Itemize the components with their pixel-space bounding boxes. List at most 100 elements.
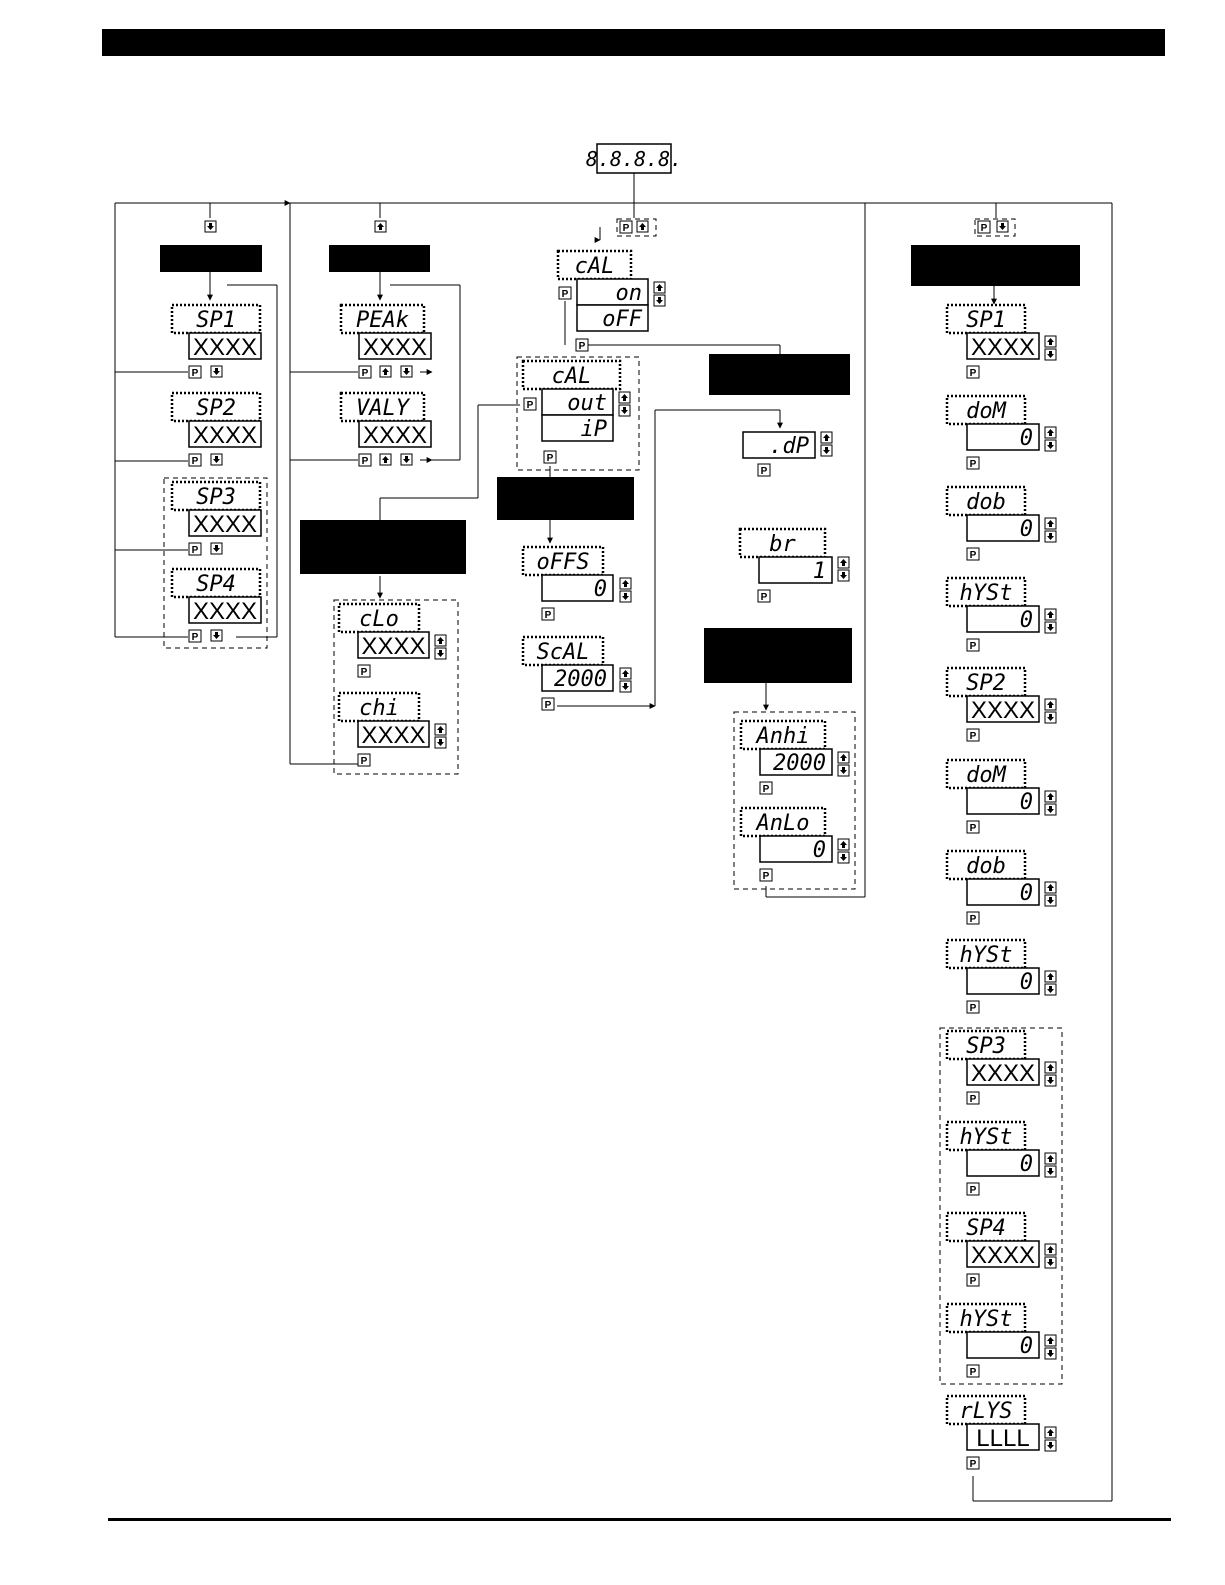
parameter-value-box <box>541 388 614 416</box>
parameter-value-box <box>576 278 649 306</box>
parameter-label: doM <box>966 399 1006 424</box>
down-arrow-icon <box>1047 806 1054 813</box>
p-key <box>357 664 371 678</box>
parameter-value: 2000 <box>554 667 607 692</box>
p-key-label: P <box>192 545 199 556</box>
p-key <box>541 607 555 621</box>
p-key-label: P <box>761 592 768 603</box>
down-arrow-icon <box>1047 986 1054 993</box>
parameter-label: ScAL <box>537 640 590 665</box>
parameter-value-box <box>188 420 262 448</box>
p-key-label: P <box>981 223 988 234</box>
parameter-label: SP4 <box>966 1216 1006 1241</box>
p-key-label: P <box>970 731 977 742</box>
parameter-label: doM <box>966 763 1006 788</box>
p-key <box>357 753 371 767</box>
up-arrow-icon <box>1047 1246 1054 1253</box>
parameter-value-box <box>188 509 262 537</box>
p-key-label: P <box>527 400 534 411</box>
up-arrow-icon <box>1047 973 1054 980</box>
p-key-label: P <box>761 466 768 477</box>
parameter-label-box <box>521 635 605 667</box>
down-arrow-icon <box>656 297 663 304</box>
parameter-label: SP3 <box>966 1034 1006 1059</box>
down-arrow-icon <box>621 407 628 414</box>
up-arrow-icon <box>1047 520 1054 527</box>
parameter-value-box <box>966 332 1040 360</box>
parameter-label: SP4 <box>196 572 236 597</box>
p-key <box>966 1000 980 1014</box>
p-key <box>966 638 980 652</box>
p-key <box>966 728 980 742</box>
up-arrow-icon <box>639 223 646 230</box>
clear-menu-title <box>300 520 466 574</box>
p-key-label: P <box>970 368 977 379</box>
parameter-label-box <box>945 938 1027 970</box>
p-key <box>558 286 572 300</box>
down-arrow-icon <box>622 683 629 690</box>
up-arrow-icon <box>621 394 628 401</box>
parameter-label-box <box>170 391 262 423</box>
up-arrow-icon <box>377 223 384 230</box>
p-key-label: P <box>192 368 199 379</box>
analog-menu-title <box>704 628 852 683</box>
p-key <box>358 365 372 379</box>
parameter-value: 0 <box>1020 426 1033 451</box>
p-key <box>757 463 771 477</box>
menu-title-boxes <box>160 245 1080 683</box>
parameter-value-box <box>188 332 262 360</box>
parameter-value: out <box>567 391 607 416</box>
parameter-label: hYSt <box>960 581 1013 606</box>
parameter-value-box <box>541 414 614 442</box>
p-key <box>757 589 771 603</box>
down-arrow-icon <box>999 223 1006 230</box>
down-arrow-icon <box>213 545 220 552</box>
up-arrow-icon <box>656 284 663 291</box>
p-key <box>966 547 980 561</box>
parameter-value: .dP <box>769 434 809 459</box>
parameter-label-box <box>945 576 1027 608</box>
startup-display <box>596 143 672 174</box>
parameter-value: 0 <box>1020 517 1033 542</box>
down-arrow-icon <box>1047 1168 1054 1175</box>
parameter-label: oFFS <box>537 550 590 575</box>
down-arrow-icon <box>1047 1350 1054 1357</box>
up-arrow-icon <box>1047 1429 1054 1436</box>
p-key <box>966 820 980 834</box>
parameter-label: Anhi <box>755 724 810 749</box>
p-key <box>966 911 980 925</box>
parameter-value: XXXX <box>971 1242 1035 1269</box>
parameter-value: LLLL <box>976 1425 1029 1452</box>
up-arrow-icon <box>1047 1064 1054 1071</box>
p-key <box>966 1091 980 1105</box>
down-arrow-icon <box>1047 442 1054 449</box>
p-key <box>966 365 980 379</box>
parameter-value: 0 <box>1020 1152 1033 1177</box>
parameter-label-box <box>945 1029 1027 1061</box>
parameter-value: XXXX <box>971 334 1035 361</box>
p-key-label: P <box>362 368 369 379</box>
parameter-value: XXXX <box>193 598 257 625</box>
parameter-label-box <box>945 303 1027 335</box>
down-arrow-icon <box>1047 1259 1054 1266</box>
down-arrow-icon <box>1047 897 1054 904</box>
p-key <box>977 220 991 234</box>
parameter-value-box <box>188 596 262 624</box>
p-key-label: P <box>970 823 977 834</box>
parameter-value: XXXX <box>193 422 257 449</box>
p-key-label: P <box>579 341 586 352</box>
p-key-label: P <box>192 456 199 467</box>
parameter-value-box <box>541 574 614 602</box>
p-key <box>966 1182 980 1196</box>
p-key <box>188 542 202 556</box>
up-arrow-icon <box>622 670 629 677</box>
p-key <box>523 397 537 411</box>
down-arrow-icon <box>403 368 410 375</box>
p-key <box>188 453 202 467</box>
arrows <box>207 268 997 711</box>
p-key <box>575 338 589 352</box>
p-key <box>188 365 202 379</box>
p-key-label: P <box>970 914 977 925</box>
up-arrow-icon <box>840 559 847 566</box>
